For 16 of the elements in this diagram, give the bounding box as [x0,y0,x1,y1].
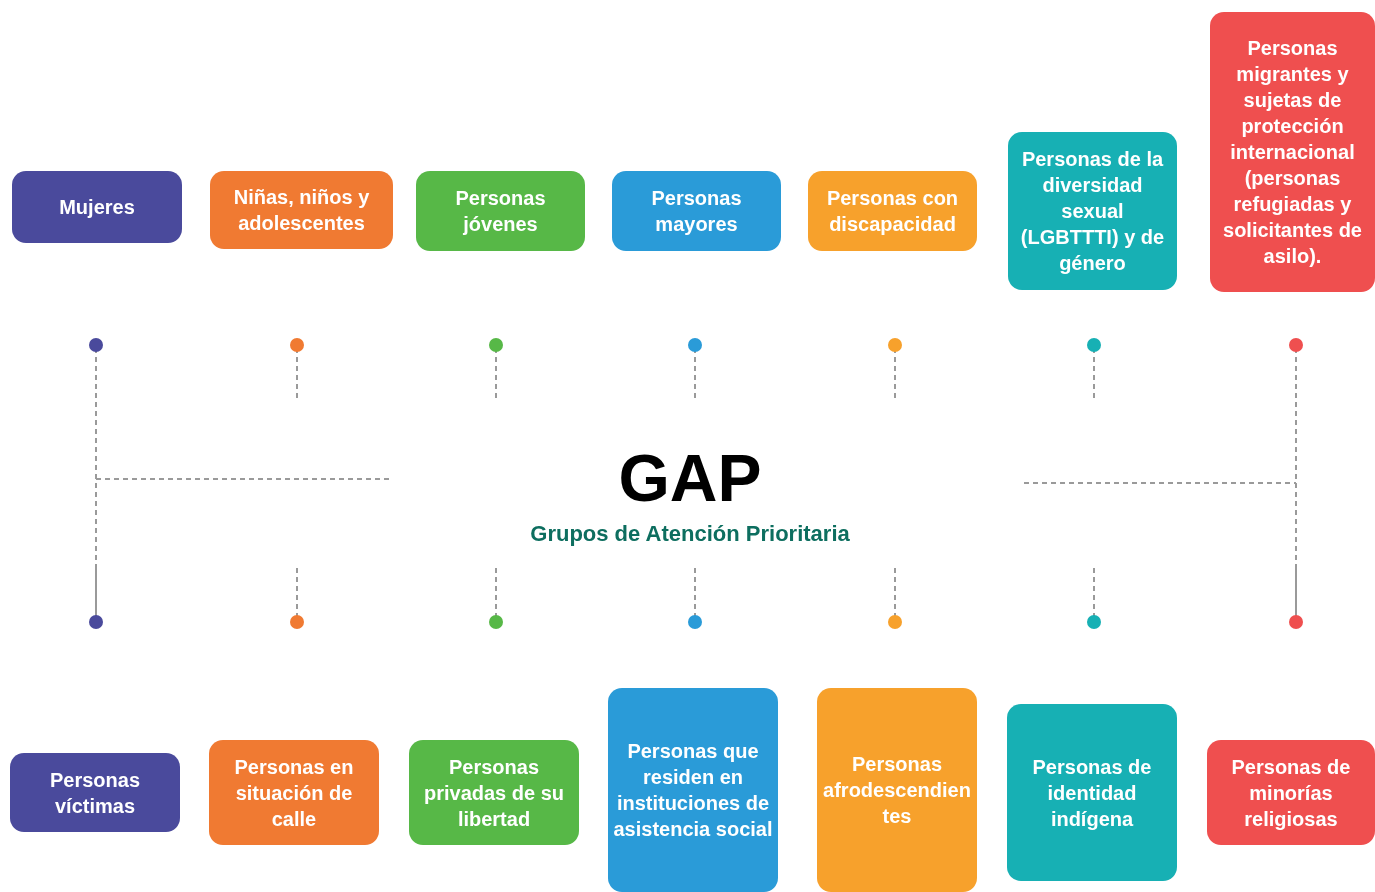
group-box: Personas víctimas [10,753,180,832]
group-box: Personas en situación de calle [209,740,379,845]
group-box: Personas con discapacidad [808,171,977,251]
group-box: Personas que residen en instituciones de asistencia social [608,688,778,892]
group-box: Mujeres [12,171,182,243]
group-box: Personas migrantes y sujetas de protección internacional (personas refugiadas y solicitantes de asilo). [1210,12,1375,292]
center-subheading: Grupos de Atención Prioritaria [530,520,850,548]
group-box: Personas mayores [612,171,781,251]
group-box: Personas afrodescendientes [817,688,977,892]
group-box: Personas de identidad indígena [1007,704,1177,881]
group-box: Personas de minorías religiosas [1207,740,1375,845]
group-box: Personas privadas de su libertad [409,740,579,845]
group-box: Personas jóvenes [416,171,585,251]
group-box: Niñas, niños y adolescentes [210,171,393,249]
group-box: Personas de la diversidad sexual (LGBTTTI) y de género [1008,132,1177,290]
center-heading: GAP [618,440,762,516]
